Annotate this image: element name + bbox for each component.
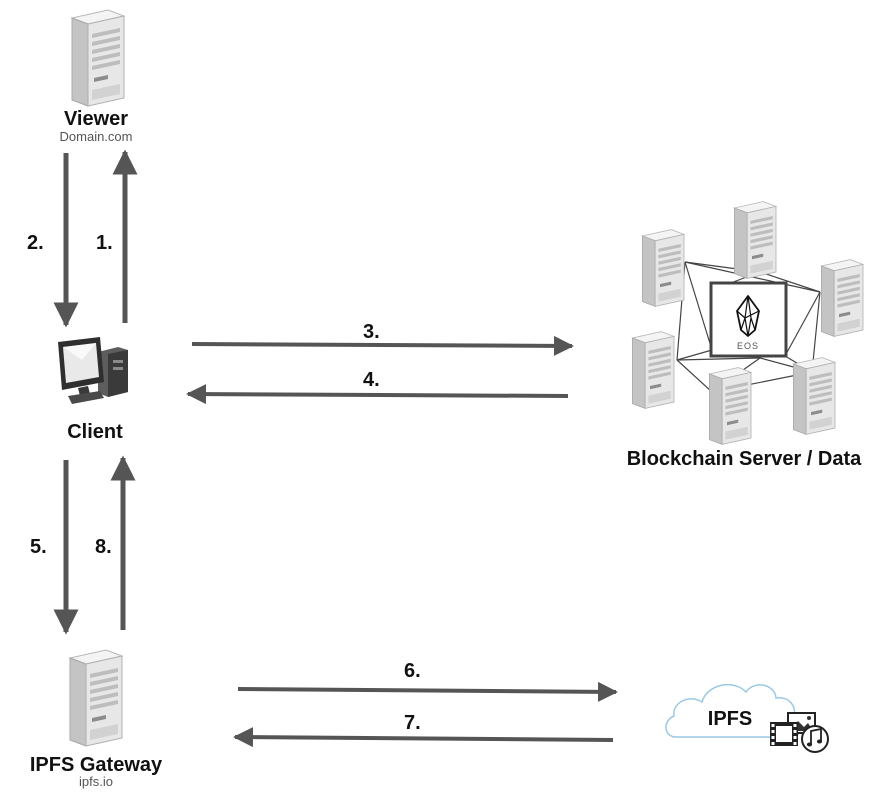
step-3-label: 3. [363, 321, 380, 343]
media-files-icon [770, 712, 829, 753]
viewer-subtitle: Domain.com [60, 129, 133, 144]
arrow-step-7 [233, 727, 614, 748]
blockchain-title: Blockchain Server / Data [627, 448, 862, 470]
step-2-label: 2. [27, 232, 44, 254]
server-icon [821, 259, 864, 337]
server-icon [708, 367, 752, 445]
server-icon [71, 9, 125, 107]
step-1-label: 1. [96, 232, 113, 254]
step-7-label: 7. [404, 712, 421, 734]
step-4-label: 4. [363, 369, 380, 391]
step-8-label: 8. [95, 536, 112, 558]
server-icon [792, 357, 836, 435]
server-icon [641, 229, 685, 307]
client-node: Client [58, 337, 128, 443]
step-5-label: 5. [30, 536, 47, 558]
eos-logo-text: EOS [737, 341, 759, 351]
blockchain-node: EOS Blockchain Server / Data [627, 201, 864, 470]
ipfs-node: IPFS [665, 683, 829, 753]
client-title: Client [67, 421, 123, 443]
arrow-step-6 [237, 681, 618, 702]
viewer-node: Viewer Domain.com [60, 9, 133, 144]
server-icon [631, 331, 675, 409]
ipfs-gateway-node: IPFS Gateway ipfs.io [30, 649, 163, 789]
server-icon [733, 201, 777, 279]
gateway-title: IPFS Gateway [30, 754, 163, 776]
computer-icon [58, 337, 128, 404]
gateway-subtitle: ipfs.io [79, 774, 113, 789]
step-6-label: 6. [404, 660, 421, 682]
server-icon [69, 649, 123, 747]
eos-logo-icon [736, 295, 760, 337]
viewer-title: Viewer [64, 108, 128, 130]
arrow-step-4 [186, 384, 569, 405]
ipfs-title: IPFS [708, 708, 752, 730]
arrow-step-3 [191, 335, 574, 356]
